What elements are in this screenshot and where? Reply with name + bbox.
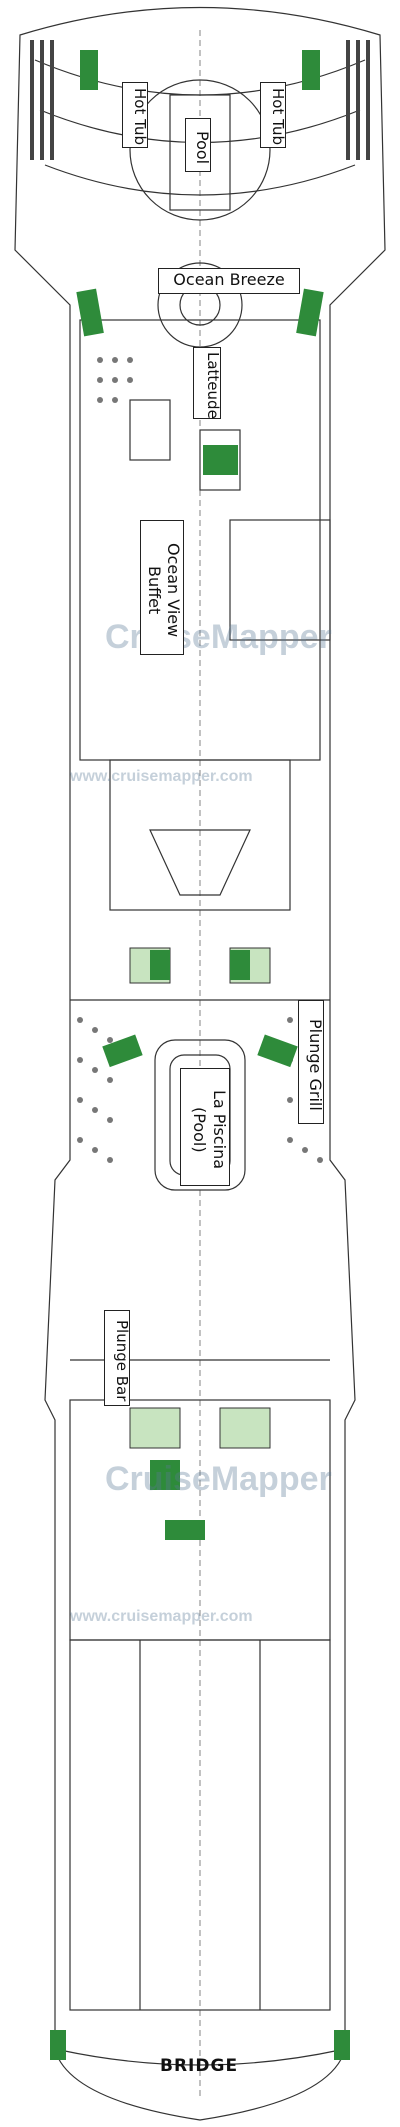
- label-latteude: Latteude: [193, 347, 222, 419]
- aft-seating: [30, 40, 370, 160]
- watermark-url: www.cruisemapper.com: [70, 768, 253, 785]
- lift-3: [129, 1407, 181, 1449]
- stair-mid: [203, 445, 238, 475]
- label-hot-tub-right: Hot Tub: [260, 82, 287, 148]
- label-la-piscina-line2: (Pool): [190, 1107, 209, 1153]
- stair-fwd-right: [257, 1034, 298, 1068]
- stair-aft-right: [302, 50, 320, 90]
- hull-outline: [14, 6, 386, 2121]
- label-plunge-grill: Plunge Grill: [298, 1000, 325, 1124]
- label-bridge: BRIDGE: [160, 2056, 239, 2076]
- stair-fwd-2: [165, 1520, 205, 1540]
- watermark-brand: CruiseMapper: [105, 618, 332, 656]
- stair-fwd-left: [102, 1034, 143, 1068]
- stair-center-1: [150, 950, 170, 980]
- label-la-piscina-line1: La Piscina: [210, 1090, 229, 1170]
- bridge-outline: [59, 2049, 341, 2066]
- label-ocean-view-buffet: Ocean View Buffet: [140, 520, 184, 655]
- stair-fwd-1: [150, 1460, 180, 1490]
- stair-left-1: [76, 288, 104, 337]
- label-plunge-bar: Plunge Bar: [104, 1310, 131, 1406]
- stair-aft-left: [80, 50, 98, 90]
- stair-bow-right: [334, 2030, 350, 2060]
- label-pool: Pool: [185, 118, 212, 172]
- watermark-url-2: www.cruisemapper.com: [70, 1608, 253, 1625]
- la-piscina-pool: [154, 1039, 246, 1191]
- watermark-brand-2: CruiseMapper: [105, 1460, 332, 1498]
- label-hot-tub-left: Hot Tub: [122, 82, 149, 148]
- stairs-group: [50, 50, 350, 2060]
- stair-bow-left: [50, 2030, 66, 2060]
- label-la-piscina: La Piscina (Pool): [180, 1068, 230, 1186]
- stair-right-1: [296, 288, 324, 337]
- lift-4: [219, 1407, 271, 1449]
- label-ocean-breeze: Ocean Breeze: [158, 268, 300, 294]
- stair-center-2: [230, 950, 250, 980]
